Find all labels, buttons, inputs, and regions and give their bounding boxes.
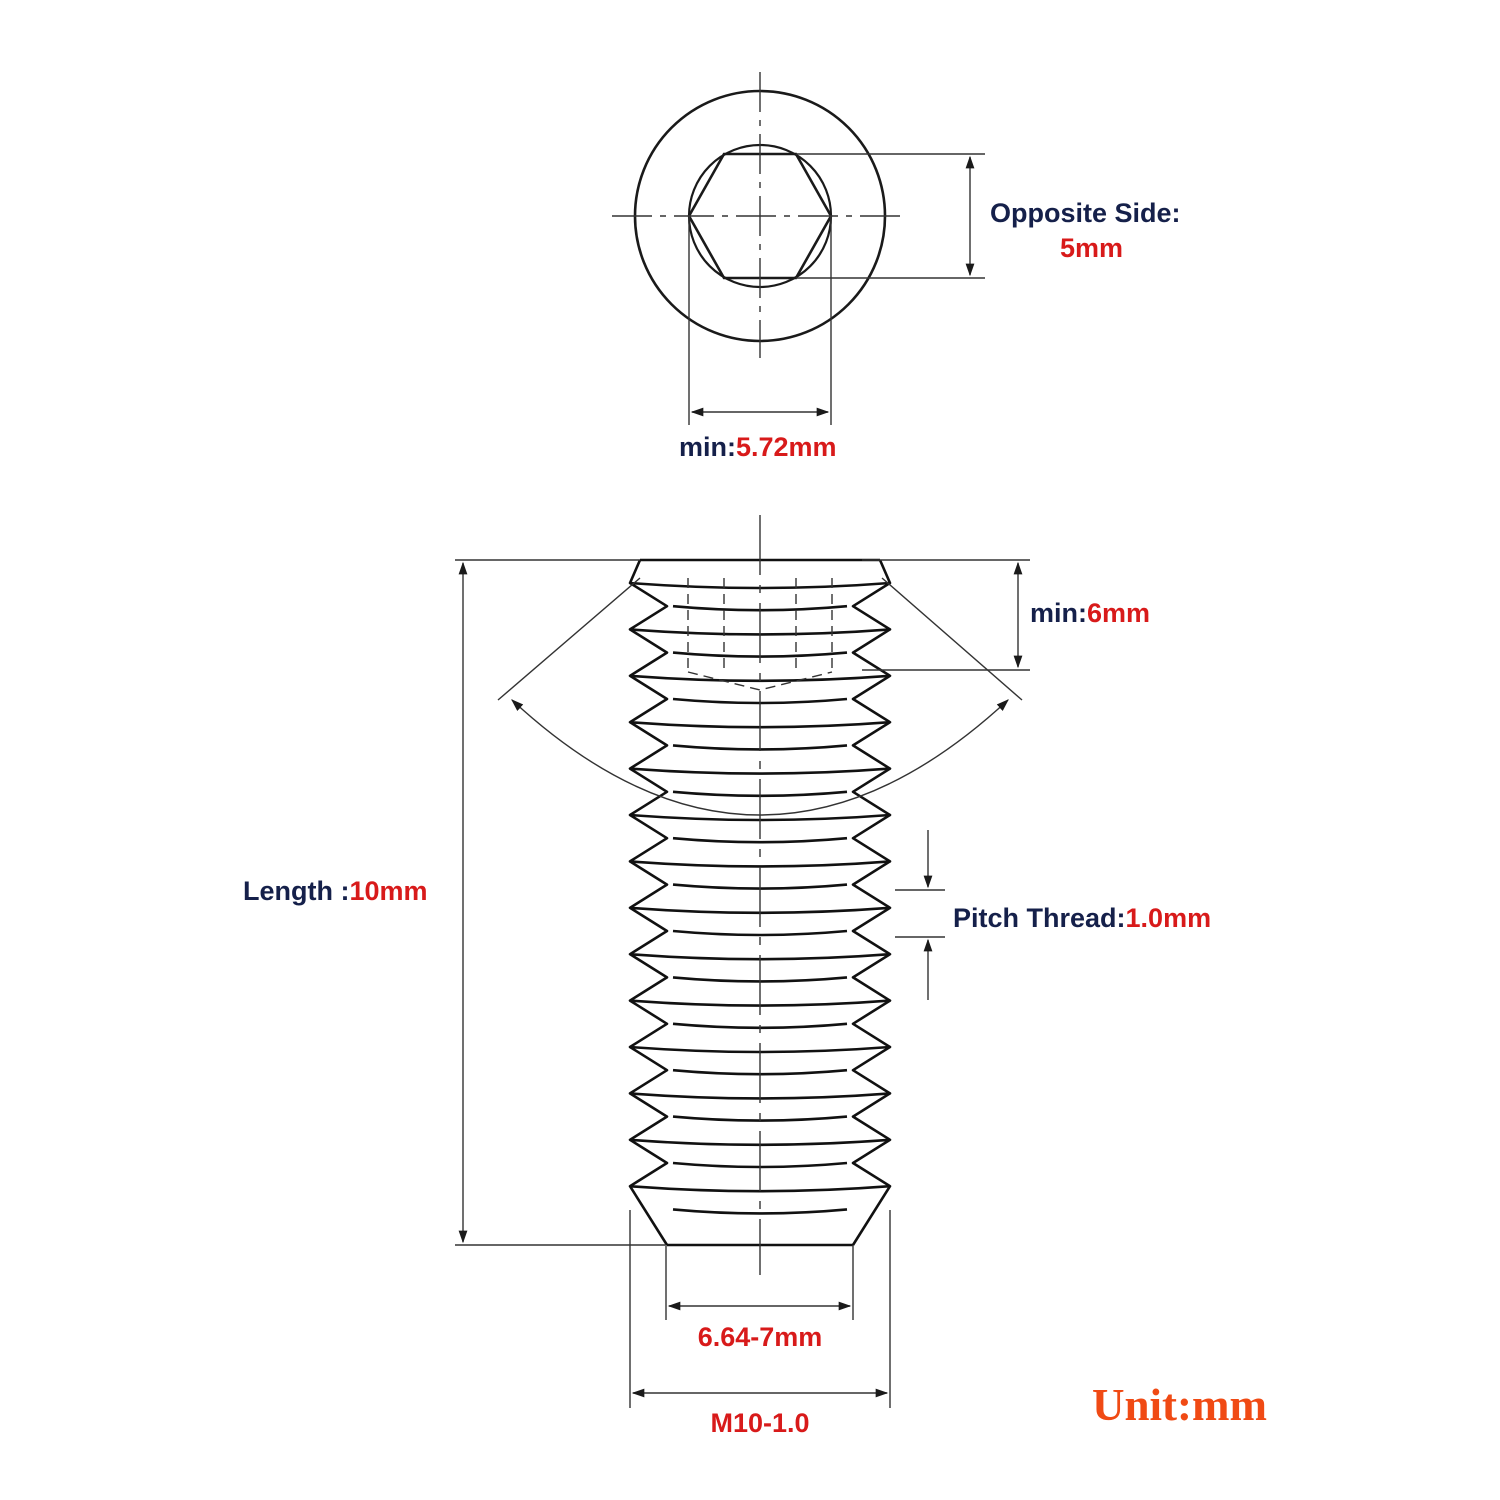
thread-root-line xyxy=(672,929,848,937)
corner-width-prefix: min: xyxy=(679,432,736,462)
thread-crest-line xyxy=(629,767,891,775)
thread-root-line xyxy=(672,1208,848,1215)
socket-depth-label: min:6mm xyxy=(1030,598,1150,628)
socket-depth-value: 6mm xyxy=(1087,598,1150,628)
side-view: min:6mm Length :10mm Pitch Thread:1.0mm … xyxy=(243,515,1211,1438)
hidden-socket xyxy=(687,578,833,691)
minor-diameter-value: 6.64-7mm xyxy=(698,1322,823,1352)
unit-note: Unit:mm xyxy=(1092,1380,1267,1430)
length-value: 10mm xyxy=(349,876,427,906)
cone-extension-line xyxy=(497,577,641,701)
thread-spec: M10-1.0 xyxy=(710,1408,809,1438)
thread-crest-line xyxy=(629,860,891,868)
pitch-label-text: Pitch Thread: xyxy=(953,903,1126,933)
pitch-label: Pitch Thread:1.0mm xyxy=(953,903,1211,933)
cone-angle-arc xyxy=(511,699,1009,816)
length-label: Length :10mm xyxy=(243,876,428,906)
corner-width-value: 5.72mm xyxy=(736,432,837,462)
opposite-side-value: 5mm xyxy=(1060,233,1123,263)
top-view: Opposite Side: 5mm min:5.72mm xyxy=(612,72,1181,462)
socket-depth-prefix: min: xyxy=(1030,598,1087,628)
cone-extension-line xyxy=(881,577,1023,701)
pitch-value: 1.0mm xyxy=(1126,903,1212,933)
length-label-text: Length : xyxy=(243,876,349,906)
thread-root-line xyxy=(672,836,848,844)
thread-crest-line xyxy=(629,1184,891,1193)
corner-width-label: min:5.72mm xyxy=(679,432,837,462)
opposite-side-label: Opposite Side: xyxy=(990,198,1181,228)
thread-right-edge xyxy=(851,559,892,1246)
thread-left-edge xyxy=(628,559,669,1246)
